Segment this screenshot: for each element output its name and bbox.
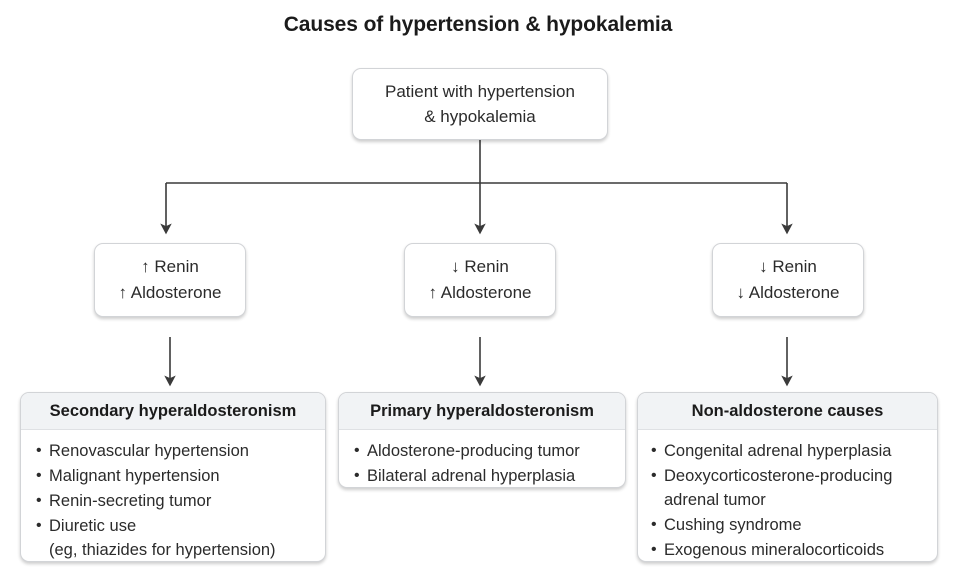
list-item: Congenital adrenal hyperplasia <box>650 439 927 463</box>
card-primary-hyperaldosteronism-body: Aldosterone-producing tumor Bilateral ad… <box>339 430 625 487</box>
card-non-aldosterone-causes-body: Congenital adrenal hyperplasia Deoxycort… <box>638 430 937 561</box>
node-renin-low-aldosterone-low: ↓ Renin ↓ Aldosterone <box>712 243 864 317</box>
node-renin-high-aldosterone-high: ↑ Renin ↑ Aldosterone <box>94 243 246 317</box>
list-item: Renovascular hypertension <box>35 439 315 463</box>
card-non-aldosterone-causes: Non-aldosterone causes Congenital adrena… <box>637 392 938 562</box>
page-title: Causes of hypertension & hypokalemia <box>283 13 673 36</box>
list-item: Exogenous mineralocorticoids <box>650 538 927 561</box>
card-secondary-hyperaldosteronism-header: Secondary hyperaldosteronism <box>21 393 325 430</box>
card-secondary-hyperaldosteronism: Secondary hyperaldosteronism Renovascula… <box>20 392 326 562</box>
node-patient-presentation-label: Patient with hypertension & hypokalemia <box>385 82 575 126</box>
node-renin-high-aldosterone-high-label: ↑ Renin ↑ Aldosterone <box>118 257 222 302</box>
list-item: Aldosterone-producing tumor <box>353 439 615 463</box>
node-renin-low-aldosterone-high-label: ↓ Renin ↑ Aldosterone <box>428 257 532 302</box>
card-secondary-hyperaldosteronism-body: Renovascular hypertension Malignant hype… <box>21 430 325 561</box>
list-item: Bilateral adrenal hyperplasia <box>353 464 615 487</box>
card-primary-hyperaldosteronism-list: Aldosterone-producing tumor Bilateral ad… <box>353 439 615 487</box>
node-renin-low-aldosterone-high: ↓ Renin ↑ Aldosterone <box>404 243 556 317</box>
node-patient-presentation: Patient with hypertension & hypokalemia <box>352 68 608 140</box>
card-secondary-hyperaldosteronism-list: Renovascular hypertension Malignant hype… <box>35 439 315 561</box>
list-item: Deoxycorticosterone-producing adrenal tu… <box>650 464 927 512</box>
list-item: Malignant hypertension <box>35 464 315 488</box>
card-primary-hyperaldosteronism: Primary hyperaldosteronism Aldosterone-p… <box>338 392 626 488</box>
card-non-aldosterone-causes-header: Non-aldosterone causes <box>638 393 937 430</box>
list-item: Renin-secreting tumor <box>35 489 315 513</box>
node-renin-low-aldosterone-low-label: ↓ Renin ↓ Aldosterone <box>736 257 840 302</box>
card-primary-hyperaldosteronism-header: Primary hyperaldosteronism <box>339 393 625 430</box>
list-item: Cushing syndrome <box>650 513 927 537</box>
list-item: Diuretic use (eg, thiazides for hyperten… <box>35 514 315 561</box>
card-non-aldosterone-causes-list: Congenital adrenal hyperplasia Deoxycort… <box>650 439 927 561</box>
